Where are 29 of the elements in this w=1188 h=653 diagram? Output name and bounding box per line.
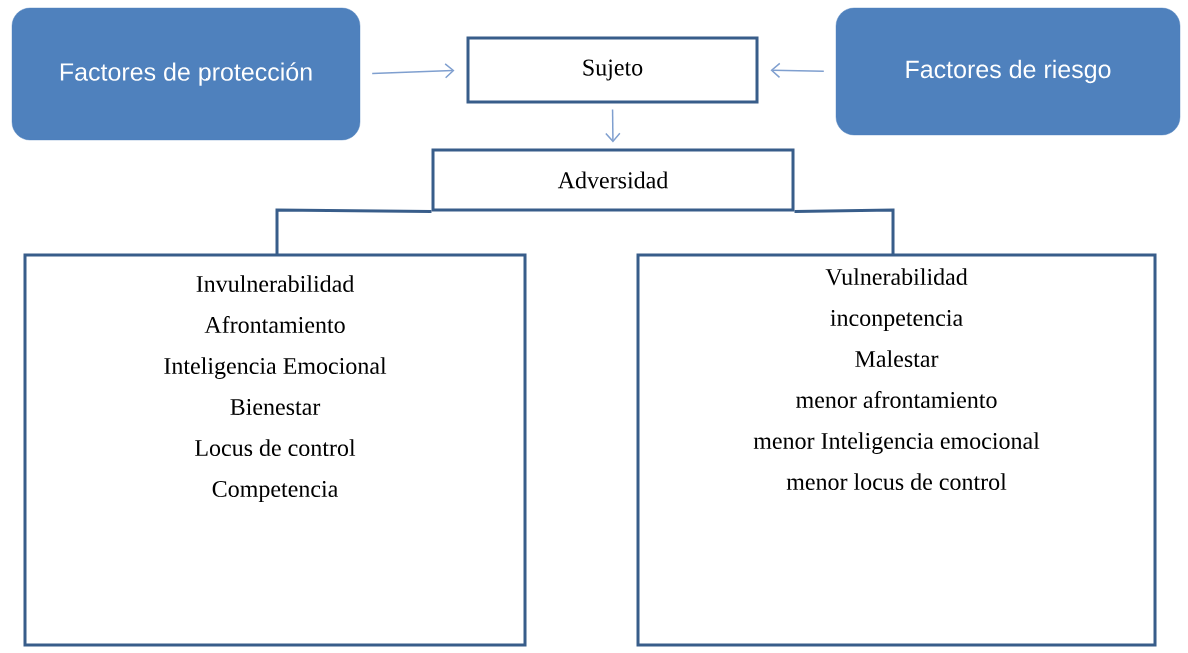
arrow xyxy=(605,108,621,143)
text-box xyxy=(466,36,759,104)
box-text: Factores de protección xyxy=(60,62,312,86)
arrow xyxy=(770,62,825,79)
box-text: Adversidad xyxy=(557,171,669,189)
rounded-box xyxy=(835,7,1181,136)
text-box xyxy=(431,148,795,212)
node-label: menor locus de control xyxy=(786,473,1007,491)
node-label: Afrontamiento xyxy=(204,315,345,334)
box-text: Factores de riesgo xyxy=(906,59,1111,84)
item-list: Invulnerabilidad Afrontamiento Inteligencia Emocional Bienestar Locus de control Competencia xyxy=(164,275,387,502)
box-text: Sujeto xyxy=(583,59,643,81)
node-label: Vulnerabilidad xyxy=(825,268,968,286)
node-label: Locus de control xyxy=(195,439,356,457)
node-label: Competencia xyxy=(212,480,338,502)
arrow xyxy=(371,63,455,79)
node-label: Inteligencia Emocional xyxy=(164,357,387,380)
text-box xyxy=(636,253,1157,647)
node-label: inconpetencia xyxy=(830,309,963,331)
node-label: Bienestar xyxy=(230,398,321,416)
rounded-box xyxy=(11,7,361,141)
item-list: Vulnerabilidad inconpetencia Malestar menor afrontamiento menor Inteligencia emocional menor locus de control xyxy=(753,268,1040,491)
text-box xyxy=(23,253,527,647)
node-label: menor afrontamiento xyxy=(796,390,997,409)
node-label: menor Inteligencia emocional xyxy=(753,432,1040,455)
node-label: Invulnerabilidad xyxy=(196,275,355,293)
connector xyxy=(794,208,895,255)
connector xyxy=(275,208,432,255)
node-label: Malestar xyxy=(855,350,939,368)
